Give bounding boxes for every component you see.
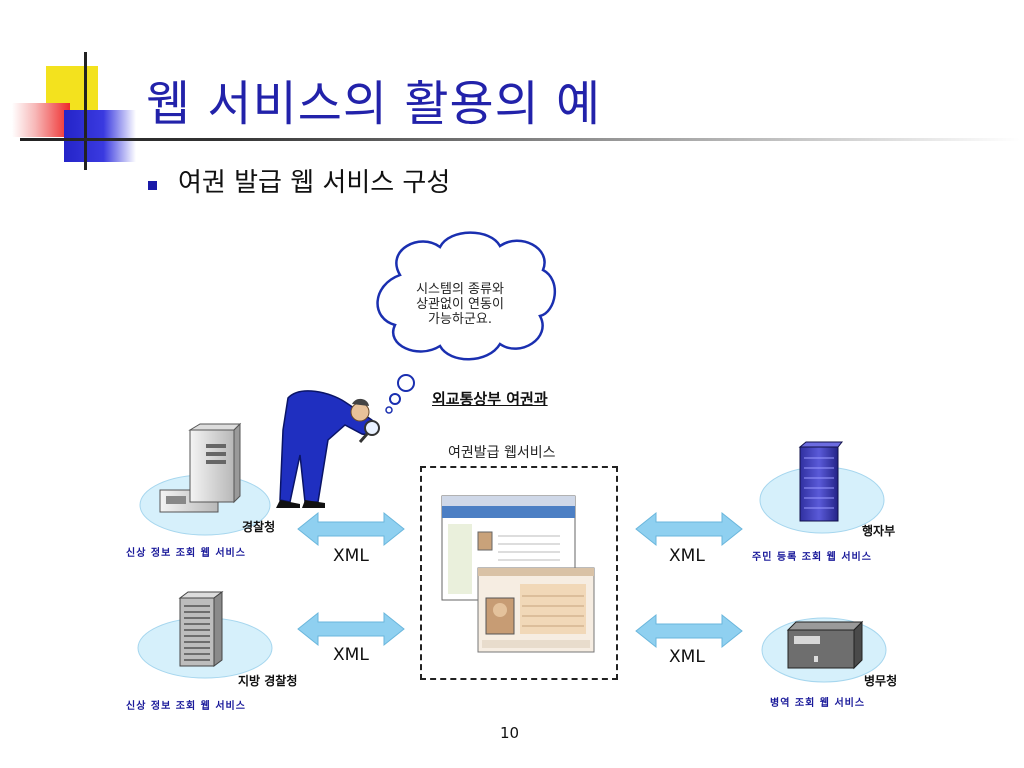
title-underline <box>20 138 1020 141</box>
xml-arrow-interior-ministry <box>635 511 743 547</box>
service-label-interior-ministry: 주민 등록 조회 웹 서비스 <box>752 552 872 563</box>
xml-arrow-regional-police <box>297 611 405 647</box>
title-decoration-red <box>12 103 70 137</box>
org-label-military-manpower: 병무청 <box>864 674 898 688</box>
thought-dot-large <box>397 374 415 392</box>
title-decoration-vertical-line <box>84 52 87 170</box>
thought-bubble-text: 시스템의 종류와 상관없이 연동이 가능하군요. <box>395 282 525 327</box>
center-service-label: 여권발급 웹서비스 <box>448 445 556 461</box>
bullet-text: 여권 발급 웹 서비스 구성 <box>178 168 451 198</box>
server-box-icon <box>786 620 864 670</box>
thought-line: 시스템의 종류와 <box>416 282 504 297</box>
page-number: 10 <box>500 724 520 742</box>
org-label-interior-ministry: 행자부 <box>862 524 896 538</box>
server-blue-tower-icon <box>798 441 844 522</box>
passport-document-image <box>477 567 595 653</box>
org-label-regional-police: 지방 경찰청 <box>238 674 298 688</box>
main-org-label: 외교통상부 여권과 <box>432 390 548 408</box>
service-label-regional-police: 신상 정보 조회 웹 서비스 <box>126 701 246 712</box>
thought-bubble-cloud <box>376 231 557 361</box>
thought-line: 가능하군요. <box>428 312 492 327</box>
xml-label-regional-police: XML <box>333 645 369 665</box>
bullet-marker <box>148 181 157 190</box>
service-label-police: 신상 정보 조회 웹 서비스 <box>126 548 246 559</box>
xml-arrow-military-manpower <box>635 613 743 649</box>
service-label-military-manpower: 병역 조회 웹 서비스 <box>770 698 866 709</box>
xml-arrow-police <box>297 511 405 547</box>
xml-label-interior-ministry: XML <box>669 546 705 566</box>
center-service-box <box>420 466 618 680</box>
thought-line: 상관없이 연동이 <box>416 297 504 312</box>
org-label-police: 경찰청 <box>242 520 276 534</box>
xml-label-military-manpower: XML <box>669 647 705 667</box>
server-rack-icon <box>178 591 224 667</box>
thought-dot-small <box>385 406 393 414</box>
server-tower-icon <box>159 422 242 513</box>
title-decoration-blue <box>64 110 136 162</box>
inspector-man-icon <box>276 390 380 508</box>
slide-title: 웹 서비스의 활용의 예 <box>146 76 602 132</box>
xml-label-police: XML <box>333 546 369 566</box>
thought-dot-medium <box>389 393 401 405</box>
